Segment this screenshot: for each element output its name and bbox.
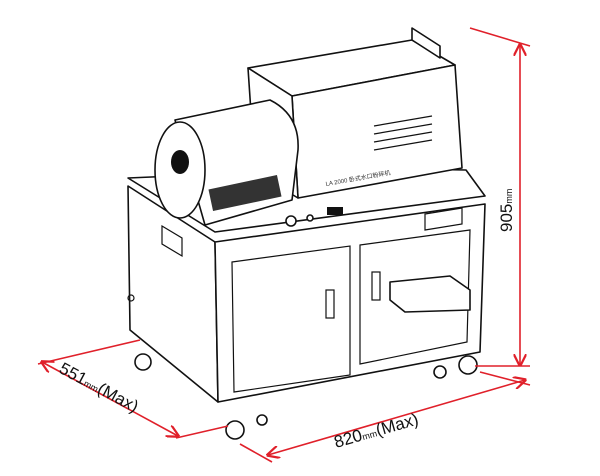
cabinet-right-door[interactable] (359, 229, 471, 365)
side-vent (424, 207, 463, 231)
power-switch-icon[interactable] (285, 215, 297, 227)
discharge-chute (389, 275, 471, 313)
motor-shaft-hole (171, 150, 189, 174)
depth-label: 551mm(Max) (56, 359, 142, 417)
front-vent-slots (373, 115, 433, 151)
height-dimension: 905mm (469, 27, 531, 367)
hopper-lid[interactable] (411, 27, 441, 59)
door-handle-right[interactable] (371, 271, 381, 301)
side-knob[interactable] (127, 294, 135, 302)
height-label: 905mm (497, 189, 516, 232)
caster-front-left (225, 420, 245, 440)
side-slot (161, 224, 183, 258)
motor-vent-grille (208, 174, 282, 212)
cabinet-left-door[interactable] (231, 245, 351, 393)
control-display (327, 207, 343, 215)
width-label: 820mm(Max) (332, 410, 421, 452)
indicator-light-icon (306, 214, 314, 222)
caster-back-right (458, 355, 478, 375)
caster-back-left (134, 353, 152, 371)
caster-front-mid (256, 414, 268, 426)
door-handle-left[interactable] (325, 289, 335, 319)
caster-front-right (433, 365, 447, 379)
motor (154, 99, 299, 226)
